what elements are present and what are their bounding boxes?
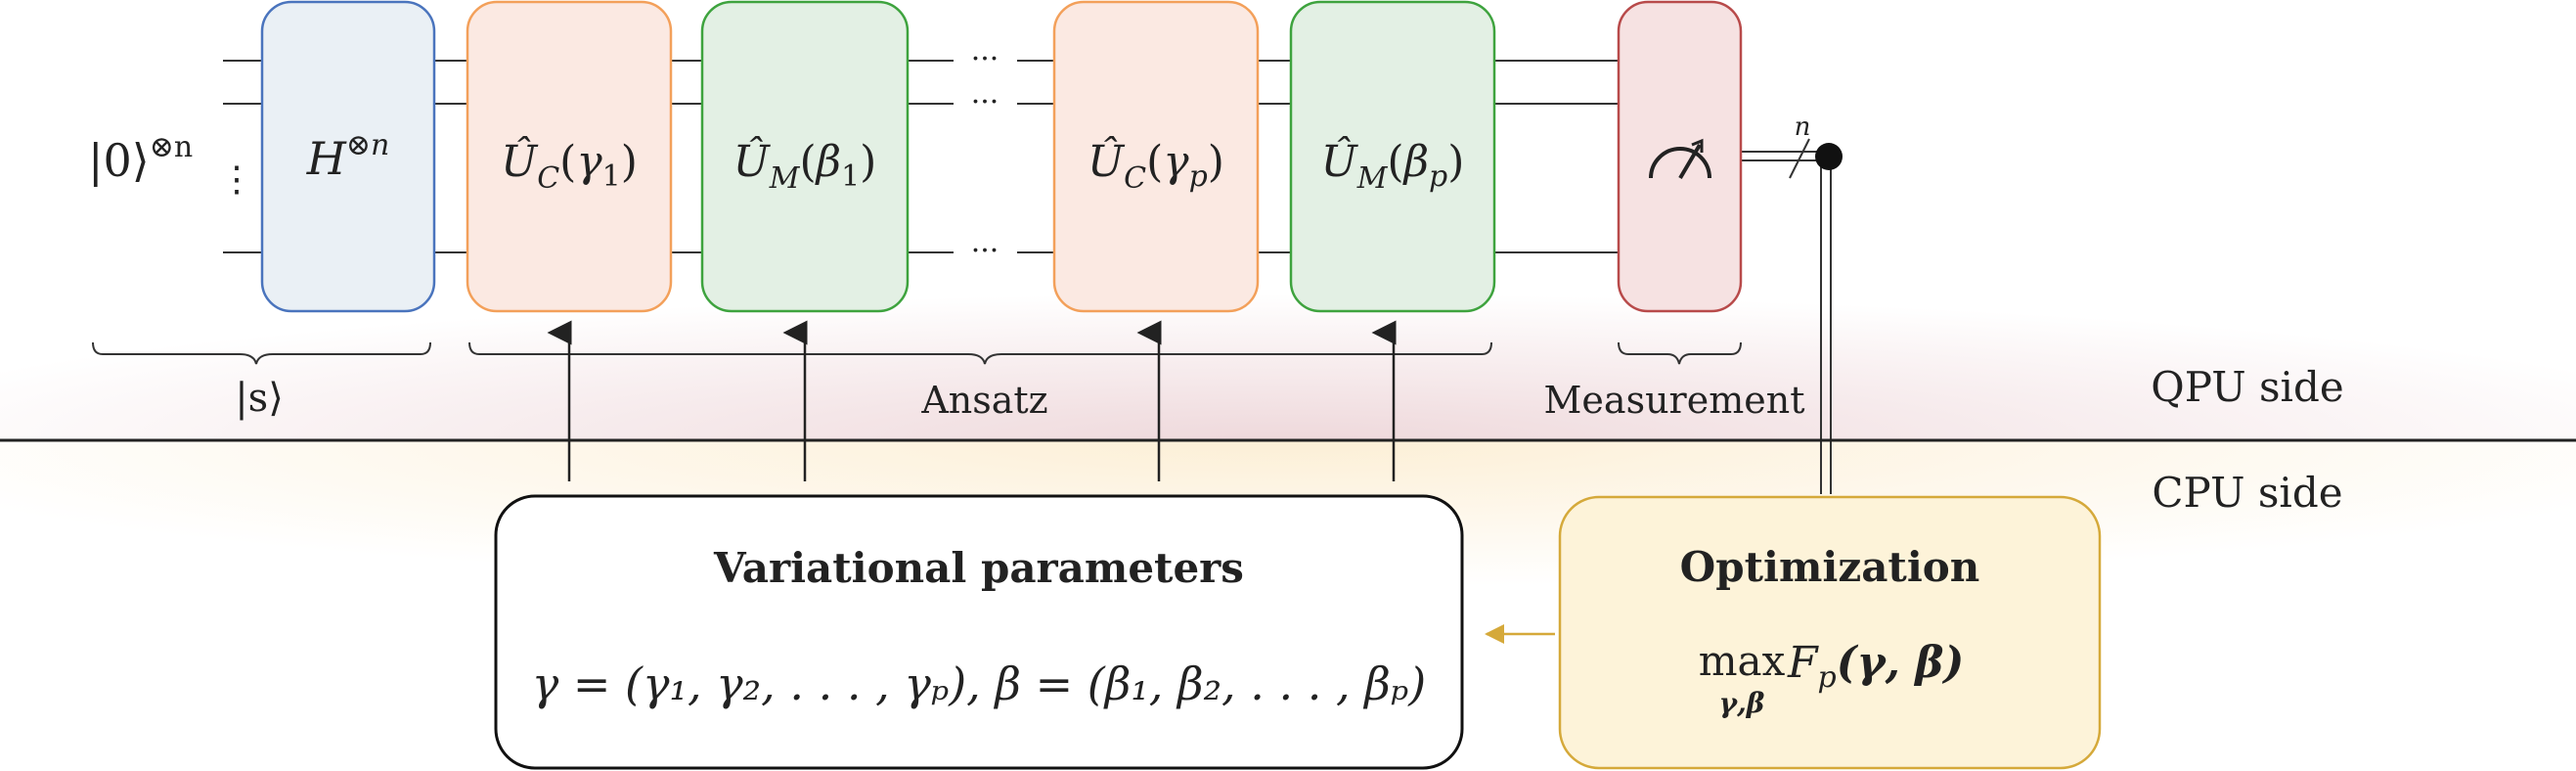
cost-unitary-gate-1: ÛC(γ1) <box>466 0 673 313</box>
wire-count-label: n <box>1795 113 1811 142</box>
qpu-side-label: QPU side <box>2151 363 2343 411</box>
optimization-box: Optimization max γ,β Fp(γ, β) <box>1558 495 2102 770</box>
wire-ellipsis-top: ··· <box>971 42 999 76</box>
input-state: |0⟩⊗n <box>88 130 193 187</box>
optimization-max-subscript: γ,β <box>1719 687 1765 719</box>
svg-text:ÛC(γp): ÛC(γp) <box>1088 135 1224 196</box>
svg-text:ÛM(β1): ÛM(β1) <box>733 135 877 196</box>
mixer-unitary-gate-p: ÛM(βp) <box>1289 0 1496 313</box>
wires-vertical-ellipsis: ⋮ <box>219 159 254 200</box>
measurement-label: Measurement <box>1544 379 1805 422</box>
optimization-max: max <box>1699 637 1786 685</box>
parameter-arrows <box>547 320 1397 481</box>
variational-parameters-definition: γ = (γ₁, γ₂, . . . , γₚ), β = (β₁, β₂, .… <box>532 658 1426 710</box>
svg-text:ÛM(βp): ÛM(βp) <box>1321 135 1465 196</box>
ansatz-label: Ansatz <box>920 379 1047 422</box>
measurement-meter-icon <box>1649 138 1711 180</box>
variational-parameters-title: Variational parameters <box>713 544 1244 592</box>
hadamard-gate: H⊗n <box>260 0 436 313</box>
quantum-wires <box>223 60 1619 253</box>
braces <box>92 341 1742 365</box>
variational-parameters-box: Variational parameters γ = (γ₁, γ₂, . . … <box>494 494 1464 770</box>
optimization-objective: Fp(γ, β) <box>1787 638 1964 695</box>
measurement-gate <box>1617 0 1743 313</box>
wire-ellipsis-bottom: ··· <box>971 234 999 268</box>
mixer-unitary-gate-1: ÛM(β1) <box>700 0 910 313</box>
svg-text:H⊗n: H⊗n <box>306 128 390 185</box>
wire-ellipsis-middle: ··· <box>971 85 999 119</box>
cpu-side-label: CPU side <box>2152 469 2342 517</box>
cost-unitary-gate-p: ÛC(γp) <box>1052 0 1260 313</box>
optimization-title: Optimization <box>1680 543 1980 591</box>
classical-output-dot <box>1815 143 1843 170</box>
initial-state-label: |s⟩ <box>235 376 284 421</box>
svg-text:ÛC(γ1): ÛC(γ1) <box>501 135 638 196</box>
